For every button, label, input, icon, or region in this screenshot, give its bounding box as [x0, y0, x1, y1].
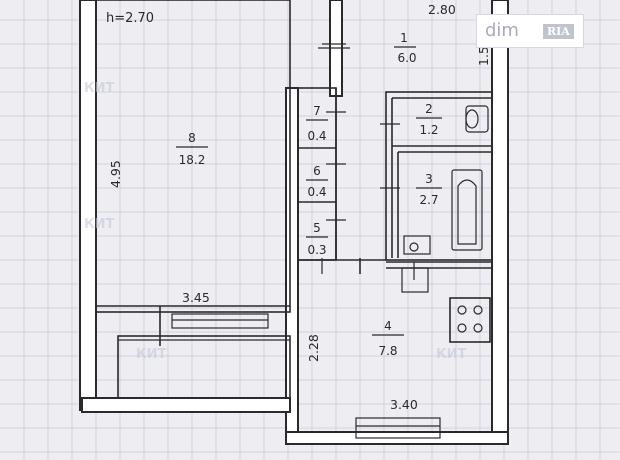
door-marks: [318, 43, 350, 274]
watermark-ria-text: RIA: [543, 24, 574, 39]
dim-kitchen-width: 3.40: [390, 397, 418, 412]
kit-watermark-1: КИТ: [84, 81, 115, 96]
watermark-dim-text: dim: [485, 20, 519, 41]
fixtures: [401, 105, 491, 343]
room-4-id: 4: [384, 319, 392, 333]
room-8-outline: [95, 0, 291, 313]
ceiling-height-label: h=2.70: [106, 11, 154, 26]
dim-room8-height: 4.95: [108, 160, 123, 188]
room-6-area: 0.4: [307, 185, 326, 199]
balcony: [117, 306, 291, 399]
room-3-id: 3: [425, 172, 433, 186]
kit-watermark-3: КИТ: [136, 347, 167, 362]
room-7-area: 0.4: [307, 129, 326, 143]
room-7-id: 7: [313, 104, 321, 118]
kit-watermark-4: КИТ: [436, 347, 467, 362]
dim-room8-width: 3.45: [182, 290, 210, 305]
room-6-id: 6: [313, 164, 321, 178]
room-2-area: 1.2: [419, 123, 438, 137]
bath-blocks: [359, 91, 493, 274]
dim-ria-watermark: dim RIA: [476, 14, 584, 48]
room-3-area: 2.7: [419, 193, 438, 207]
room-2-id: 2: [425, 102, 433, 116]
room-4-area: 7.8: [378, 344, 397, 358]
room-1-area: 6.0: [397, 51, 416, 65]
room-8-id: 8: [188, 131, 196, 145]
kit-watermark-2: КИТ: [84, 217, 115, 232]
closets: [297, 87, 386, 261]
room-1-id: 1: [400, 31, 408, 45]
dim-top-width: 2.80: [428, 2, 456, 17]
room-8-area: 18.2: [179, 153, 206, 167]
room-5-area: 0.3: [307, 243, 326, 257]
dim-kitchen-height: 2.28: [306, 334, 321, 362]
kitchen-window: [355, 417, 441, 439]
kit-watermarks: КИТ КИТ КИТ КИТ: [84, 81, 467, 362]
room-5-id: 5: [313, 221, 321, 235]
